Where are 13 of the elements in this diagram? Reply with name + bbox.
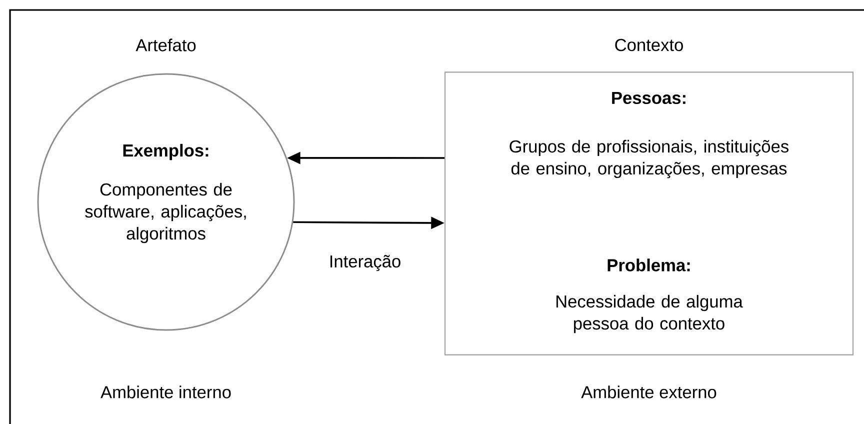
environment-label: Ambiente externo	[581, 386, 716, 398]
environment-label: Ambiente interno	[100, 386, 231, 398]
box-node	[444, 38, 854, 356]
circle-node	[37, 38, 295, 331]
bold-heading: Problema:	[608, 258, 690, 272]
body-text: Componentes de software, aplicações, algoritmos	[85, 182, 246, 244]
edge-label: Interação	[330, 254, 400, 272]
body-text: Grupos de profissionais, instituições de ensino, organizações, empresas	[510, 140, 788, 178]
bold-heading: Pessoas:	[612, 92, 686, 104]
heading: Artefato	[136, 38, 196, 52]
bold-heading: Exemplos:	[123, 144, 208, 160]
heading: Contexto	[615, 38, 683, 52]
body-text: Necessidade de alguma pessoa do contexto	[556, 294, 743, 334]
